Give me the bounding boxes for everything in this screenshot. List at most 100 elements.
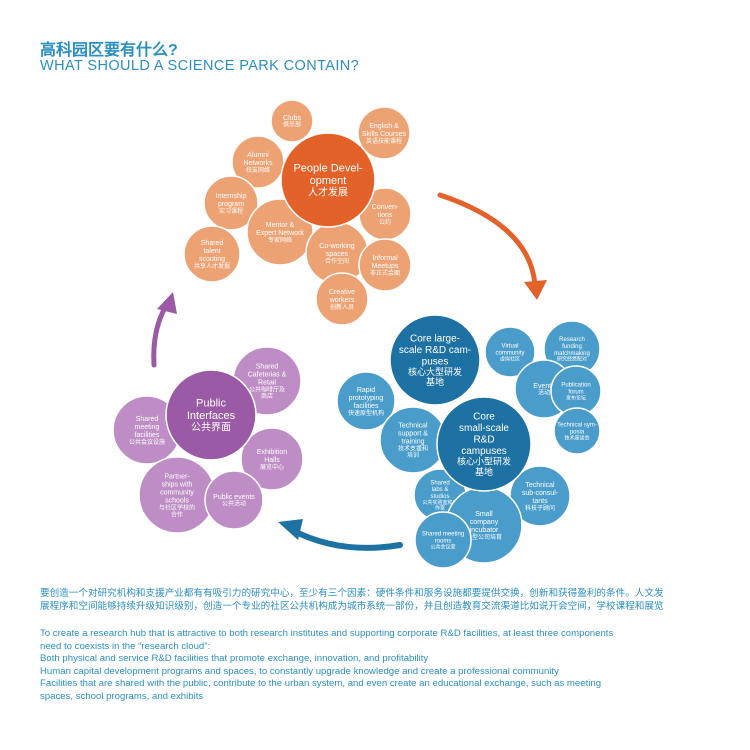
people-bubble-label: 专家网络 — [268, 236, 292, 244]
rd-small-campus-bubble-label: Core — [473, 412, 495, 423]
rd-bubble-label: 虚拟社区 — [500, 355, 520, 362]
rd-bubble-label: Rapid — [357, 387, 375, 394]
public-main-bubble-label: Interfaces — [187, 410, 236, 422]
people-bubble-label: Shared — [201, 240, 224, 247]
people-bubble-label: 公约 — [379, 218, 391, 226]
rd-bubble-label: funding — [562, 344, 582, 350]
people-bubble-label: scouting — [199, 256, 225, 263]
people-bubble-circle — [357, 106, 411, 160]
public-bubble-label: Halls — [264, 457, 280, 464]
people-bubble-circle — [358, 238, 412, 292]
rd-large-campus-bubble-label: Core large- — [410, 333, 460, 344]
people-bubble-label: 合作空间 — [325, 257, 349, 265]
title-english: WHAT SHOULD A SCIENCE PARK CONTAIN? — [40, 58, 360, 74]
people-bubble-label: Co-working — [319, 243, 355, 250]
rd-small-campus-bubble-label: 基地 — [475, 466, 493, 477]
rd-bubble-label: incubator — [470, 527, 499, 534]
title-chinese: 高科园区要有什么? — [40, 42, 178, 59]
rd-bubble-label: 研究经费配对 — [557, 356, 587, 363]
public-bubble-label: 与社区学校的 — [159, 503, 195, 511]
people-bubble-label: 校友网络 — [246, 166, 270, 174]
people-bubble-label: 非正式会面 — [370, 269, 400, 277]
cycle-arrows — [151, 192, 547, 551]
public-main-bubble-label: 公共界面 — [191, 422, 231, 434]
public-bubble-label: Cafeterias & — [248, 371, 287, 378]
rd-bubble-label: 公共实验室和工 — [422, 499, 457, 506]
public-bubble-label: 展览中心 — [260, 463, 284, 471]
rd-bubble-label: Events — [533, 383, 555, 390]
description-cn-line: 展程序和空间能够持续升级知识级别，创造一个专业的社区公共机构成为城市系统一部份，… — [40, 600, 664, 612]
public-bubble-label: 公共活动 — [222, 500, 246, 508]
people-bubble-circle — [315, 272, 369, 326]
rd-bubble-label: Technical — [525, 482, 555, 489]
rd-bubble-label: support & — [398, 430, 428, 437]
rd-bubble-label: Virtual — [502, 344, 519, 350]
rd-bubble-circle — [336, 371, 396, 431]
people-bubble-label: Informal — [372, 255, 398, 262]
people-bubble-label: Alumni — [247, 152, 269, 159]
public-main-bubble-circle — [165, 369, 257, 461]
people-bubble-label: Skills Courses — [362, 131, 407, 138]
public-bubble-label: meeting — [135, 424, 160, 431]
people-bubble-label: tions — [378, 212, 393, 219]
public-bubble-label: Exhibition — [257, 449, 287, 456]
people-main-bubble-circle — [280, 132, 376, 228]
rd-bubble-label: 快速原型机构 — [348, 409, 384, 417]
description-english: To create a research hub that is attract… — [40, 628, 730, 703]
rd-bubble-label: company — [470, 519, 499, 526]
description-en-line: To create a research hub that is attract… — [40, 628, 614, 639]
rd-small-campus-bubble-circle — [436, 396, 532, 492]
public-bubble-label: Public events — [213, 494, 255, 501]
blue-arrow-head — [278, 519, 303, 540]
rd-bubble-label: community — [495, 351, 524, 357]
description-chinese: 要创造一个对研究机构和支援产业都有有吸引力的研究中心，至少有三个因素：硬件条件和… — [40, 588, 730, 613]
rd-bubble-label: Small — [475, 511, 493, 518]
people-bubble-label: 创新人员 — [330, 303, 354, 311]
public-bubble-label: ships with — [162, 481, 193, 488]
rd-bubble-circle — [509, 465, 571, 527]
people-bubble-label: Creative — [329, 289, 355, 296]
rd-bubble-label: 公共会议室 — [430, 543, 455, 550]
rd-small-campus-bubble-label: small-scale — [459, 423, 509, 434]
rd-bubble-label: Technical sym- — [557, 423, 597, 429]
public-bubble-label: Shared — [256, 363, 279, 370]
rd-bubble-label: Technical — [398, 422, 428, 429]
rd-bubble-label: facilities — [354, 403, 379, 410]
people-bubble-label: English & — [369, 123, 399, 130]
people-main-bubble-label: People Devel- — [293, 163, 362, 175]
rd-bubble-label: posia — [570, 430, 585, 436]
public-bubble-label: Retail — [258, 379, 276, 386]
public-bubble-label: 公共咖啡厅及 — [249, 385, 285, 393]
people-bubble-label: 共享人才发掘 — [194, 262, 230, 270]
rd-bubble-label: Publication — [561, 383, 590, 389]
public-bubble-label: 合作 — [171, 510, 183, 518]
people-bubble-label: 实习课程 — [219, 207, 243, 215]
people-bubble-label: program — [218, 201, 244, 208]
orange-arrow-head — [524, 280, 547, 300]
people-main-bubble-label: 人才发展 — [308, 186, 348, 199]
rd-bubble-label: tants — [532, 498, 548, 505]
rd-large-campus-bubble-label: 基地 — [426, 376, 444, 387]
public-bubble-label: Partner- — [164, 473, 190, 480]
description-en-line: Human capital development programs and s… — [40, 665, 559, 677]
public-bubble-label: community — [160, 489, 194, 496]
rd-bubble-label: rooms — [435, 539, 452, 545]
description-en-line: Facilities that are shared with the publ… — [40, 678, 602, 689]
rd-bubble-label: Shared — [430, 480, 449, 486]
